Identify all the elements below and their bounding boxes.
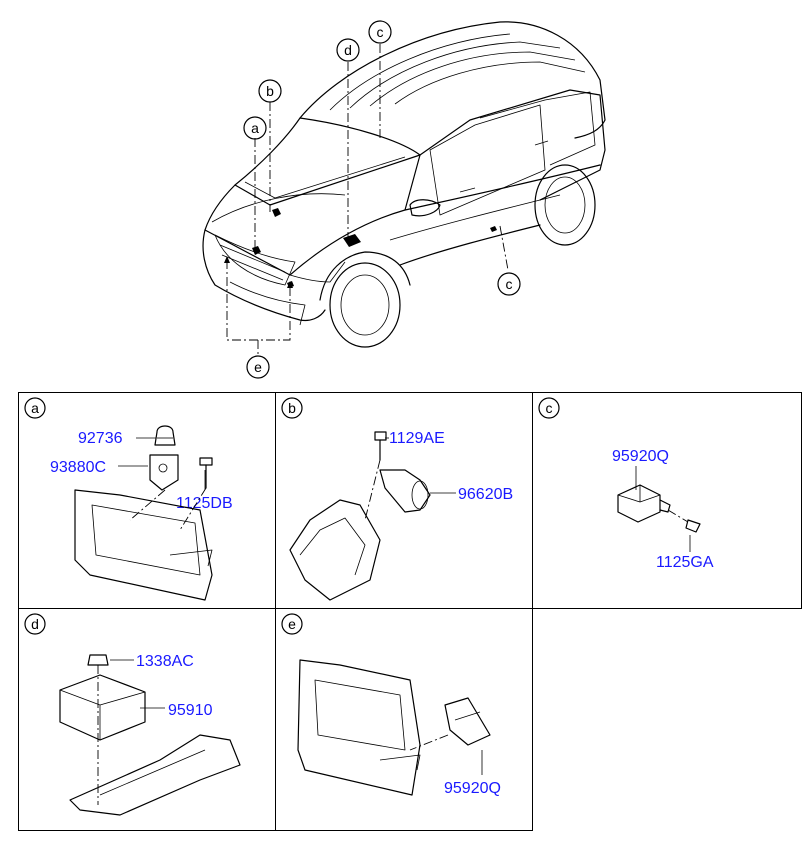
svg-text:d: d [31, 616, 39, 632]
svg-text:e: e [288, 616, 296, 632]
svg-text:d: d [344, 42, 352, 58]
svg-text:b: b [288, 400, 296, 416]
part-label-93880C: 93880C [50, 459, 106, 476]
callout-c-top: c [368, 20, 392, 44]
vehicle-illustration [202, 21, 606, 348]
svg-text:a: a [31, 400, 39, 416]
part-label-96620B: 96620B [458, 486, 513, 503]
svg-text:b: b [266, 83, 274, 99]
part-label-92736: 92736 [78, 430, 123, 447]
svg-text:a: a [251, 120, 259, 136]
svg-text:c: c [377, 24, 384, 40]
callout-a: a [243, 116, 267, 140]
detail-grid [18, 392, 802, 831]
svg-text:c: c [506, 276, 513, 292]
panel-b: b 1129AE 96620B [281, 397, 513, 601]
overview-leader-lines [224, 44, 509, 356]
part-label-1125DB: 1125DB [176, 495, 233, 512]
part-label-1129AE: 1129AE [389, 430, 445, 447]
panel-c: c 95920Q 1125GA [538, 397, 714, 571]
callout-c-side: c [497, 272, 521, 296]
panel-a: a 92736 93880C 1125DB [24, 397, 233, 601]
callout-d: d [336, 38, 360, 62]
part-label-95910: 95910 [168, 702, 213, 719]
part-label-95920Q-c: 95920Q [612, 448, 669, 465]
panel-e: e 95920Q [281, 613, 501, 797]
panel-d: d 1338AC 95910 [24, 613, 241, 816]
callout-b: b [258, 79, 282, 103]
part-label-95920Q-e: 95920Q [444, 780, 501, 797]
part-label-1338AC: 1338AC [136, 653, 194, 670]
svg-text:c: c [546, 400, 553, 416]
callout-e: e [246, 355, 270, 379]
part-label-1125GA: 1125GA [656, 554, 714, 571]
svg-text:e: e [254, 359, 262, 375]
